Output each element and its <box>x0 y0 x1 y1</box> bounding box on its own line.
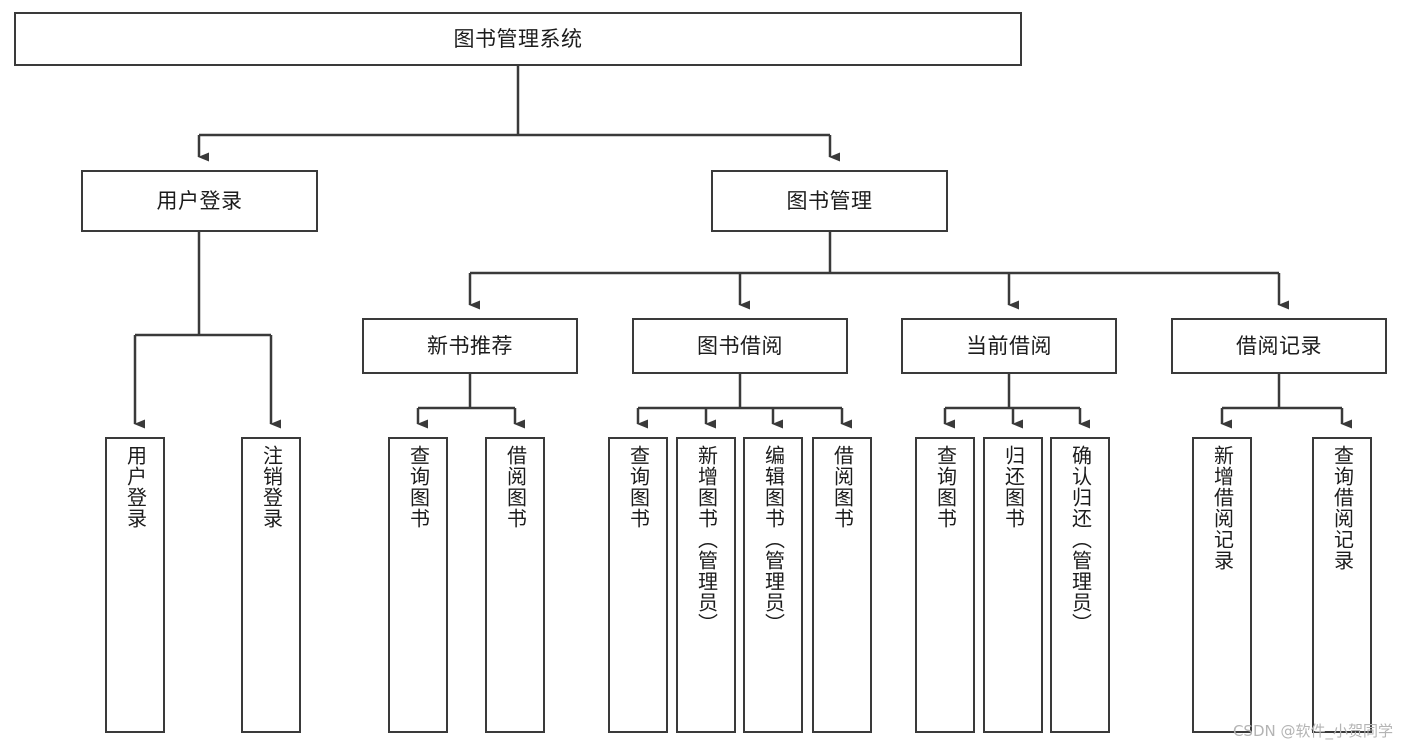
node-leaf-borrow-book-2-label: 借阅图书 <box>830 445 855 529</box>
node-leaf-add-record[interactable]: 新增借阅记录 <box>1192 437 1252 733</box>
csdn-watermark: CSDN @软件_小贺同学 <box>1232 722 1393 740</box>
node-leaf-query-book-3[interactable]: 查询图书 <box>915 437 975 733</box>
node-leaf-query-book-2[interactable]: 查询图书 <box>608 437 668 733</box>
node-leaf-edit-book-label: 编辑图书（管理员） <box>761 445 786 634</box>
node-leaf-add-book[interactable]: 新增图书（管理员） <box>676 437 736 733</box>
node-borrow-record-label: 借阅记录 <box>1236 333 1322 358</box>
node-leaf-add-record-label: 新增借阅记录 <box>1210 445 1235 571</box>
node-leaf-query-record-label: 查询借阅记录 <box>1330 445 1355 571</box>
node-leaf-query-book-1-label: 查询图书 <box>406 445 431 529</box>
node-book-management-label: 图书管理 <box>786 188 873 213</box>
node-borrow-record[interactable]: 借阅记录 <box>1171 318 1387 374</box>
node-leaf-confirm-return[interactable]: 确认归还（管理员） <box>1050 437 1110 733</box>
node-user-login[interactable]: 用户登录 <box>81 170 318 232</box>
node-leaf-return-book-label: 归还图书 <box>1001 445 1026 529</box>
node-book-borrow-label: 图书借阅 <box>697 333 783 358</box>
node-leaf-borrow-book-2[interactable]: 借阅图书 <box>812 437 872 733</box>
node-current-borrow[interactable]: 当前借阅 <box>901 318 1117 374</box>
node-new-book-recommend[interactable]: 新书推荐 <box>362 318 578 374</box>
node-leaf-query-book-1[interactable]: 查询图书 <box>388 437 448 733</box>
node-leaf-query-book-3-label: 查询图书 <box>933 445 958 529</box>
node-current-borrow-label: 当前借阅 <box>966 333 1052 358</box>
node-leaf-borrow-book-1[interactable]: 借阅图书 <box>485 437 545 733</box>
node-leaf-logout-login[interactable]: 注销登录 <box>241 437 301 733</box>
node-leaf-add-book-label: 新增图书（管理员） <box>694 445 719 634</box>
node-leaf-user-login[interactable]: 用户登录 <box>105 437 165 733</box>
node-leaf-confirm-return-label: 确认归还（管理员） <box>1068 445 1093 634</box>
node-leaf-return-book[interactable]: 归还图书 <box>983 437 1043 733</box>
node-leaf-query-record[interactable]: 查询借阅记录 <box>1312 437 1372 733</box>
node-root[interactable]: 图书管理系统 <box>14 12 1022 66</box>
node-leaf-logout-login-label: 注销登录 <box>259 445 284 529</box>
node-book-borrow[interactable]: 图书借阅 <box>632 318 848 374</box>
node-new-book-recommend-label: 新书推荐 <box>427 333 513 358</box>
node-user-login-label: 用户登录 <box>156 188 243 213</box>
node-leaf-query-book-2-label: 查询图书 <box>626 445 651 529</box>
node-root-label: 图书管理系统 <box>453 26 583 51</box>
node-leaf-user-login-label: 用户登录 <box>123 445 148 529</box>
node-leaf-edit-book[interactable]: 编辑图书（管理员） <box>743 437 803 733</box>
node-leaf-borrow-book-1-label: 借阅图书 <box>503 445 528 529</box>
node-book-management[interactable]: 图书管理 <box>711 170 948 232</box>
